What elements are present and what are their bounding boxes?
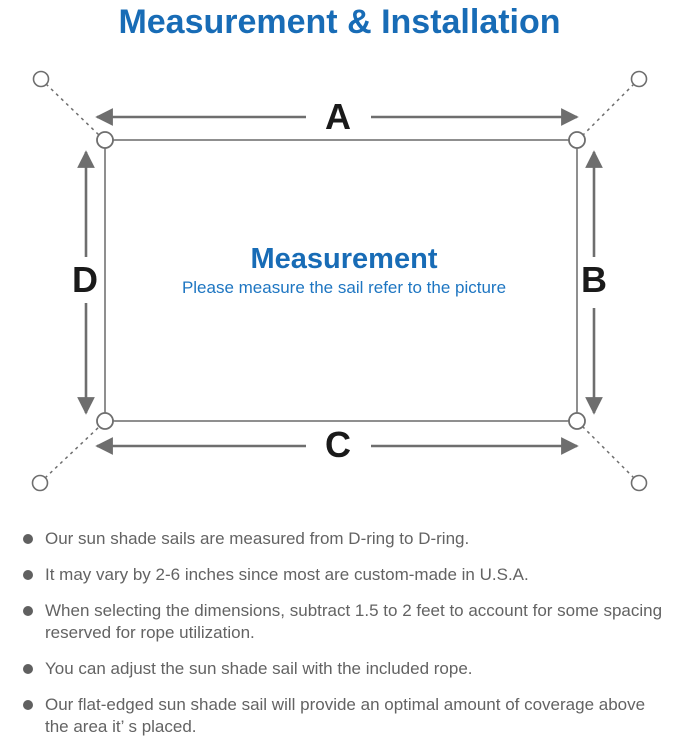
anchor-rings	[31, 70, 648, 492]
note-text: Our flat-edged sun shade sail will provi…	[45, 695, 646, 736]
bullet-dot-icon	[23, 700, 33, 710]
note-item: Our sun shade sails are measured from D-…	[21, 528, 665, 550]
dim-label-b: B	[581, 259, 607, 300]
diagram-center-title: Measurement	[251, 243, 438, 275]
note-item: You can adjust the sun shade sail with t…	[21, 658, 665, 680]
tether-line-bottom-left	[44, 425, 101, 479]
note-text: You can adjust the sun shade sail with t…	[45, 659, 473, 678]
bullet-dot-icon	[23, 534, 33, 544]
notes-list: Our sun shade sails are measured from D-…	[21, 528, 665, 739]
note-item: Our flat-edged sun shade sail will provi…	[21, 694, 665, 738]
note-text: When selecting the dimensions, subtract …	[45, 601, 663, 642]
page-title: Measurement & Installation	[118, 3, 561, 41]
anchor-ring-top-left	[32, 70, 50, 88]
measurement-diagram: A B C D Measurement Please measure the s…	[31, 70, 648, 492]
anchor-ring-bottom-right	[630, 474, 648, 492]
d-ring-corner-bumps	[96, 131, 586, 430]
dim-label-a: A	[325, 96, 351, 137]
tether-line-top-right	[581, 83, 635, 137]
tether-line-top-left	[45, 83, 101, 137]
corner-bump-bottom-left	[96, 412, 114, 430]
anchor-ring-top-right	[630, 70, 648, 88]
bullet-dot-icon	[23, 570, 33, 580]
corner-bump-top-right	[568, 131, 586, 149]
anchor-ring-bottom-left	[31, 474, 49, 492]
dim-label-c: C	[325, 424, 351, 465]
note-item: When selecting the dimensions, subtract …	[21, 600, 665, 644]
tether-line-bottom-right	[581, 425, 635, 479]
corner-bump-top-left	[96, 131, 114, 149]
dim-label-d: D	[72, 259, 98, 300]
note-item: It may vary by 2-6 inches since most are…	[21, 564, 665, 586]
diagram-center-subtitle: Please measure the sail refer to the pic…	[182, 278, 506, 297]
note-text: It may vary by 2-6 inches since most are…	[45, 565, 529, 584]
bullet-dot-icon	[23, 606, 33, 616]
corner-bump-bottom-right	[568, 412, 586, 430]
note-text: Our sun shade sails are measured from D-…	[45, 529, 470, 548]
corner-tether-lines	[44, 83, 635, 479]
bullet-dot-icon	[23, 664, 33, 674]
sail-rectangle	[104, 139, 578, 422]
dimension-arrows	[77, 108, 603, 455]
